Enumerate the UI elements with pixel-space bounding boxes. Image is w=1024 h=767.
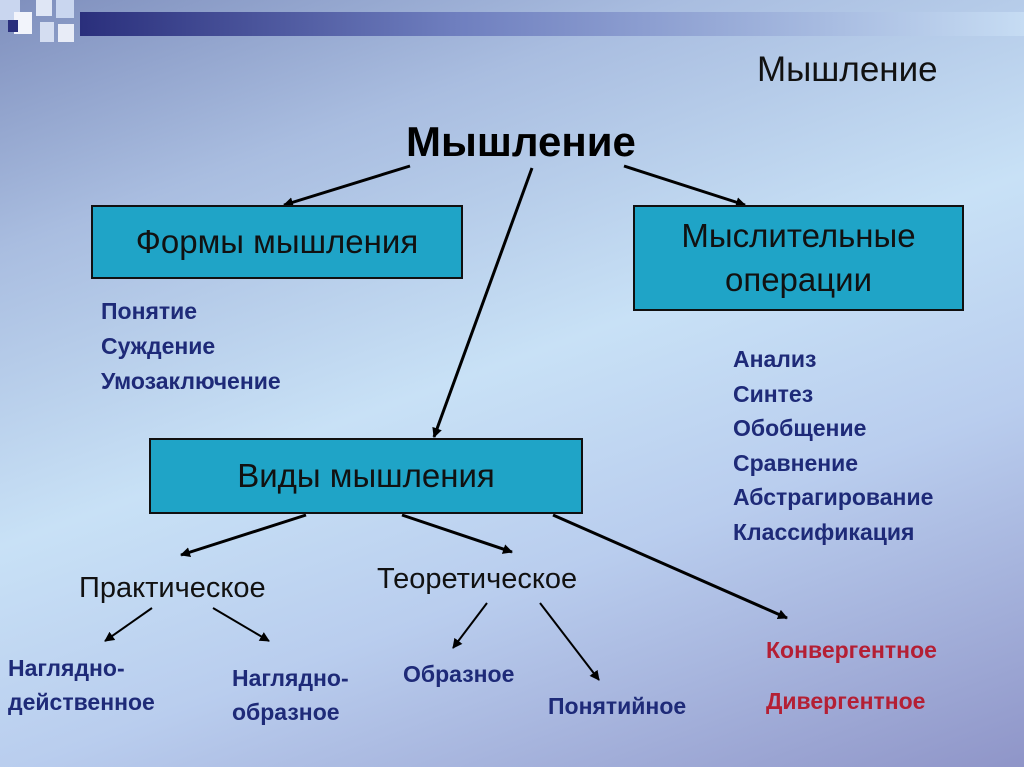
- arrow-types-to-practical: [180, 513, 307, 558]
- practical-node: Практическое: [79, 572, 266, 604]
- mental-operations-line2: операции: [724, 261, 873, 298]
- arrow-types-to-convergent: [552, 513, 788, 620]
- arrow-root-to-forms: [283, 164, 411, 208]
- slide-title: Мышление: [757, 50, 938, 89]
- list-item: Суждение: [101, 333, 216, 359]
- list-item: Сравнение: [733, 449, 859, 476]
- conceptual-node: Понятийное: [548, 693, 687, 719]
- operations-list: Анализ Синтез Обобщение Сравнение Абстра…: [733, 342, 933, 549]
- mental-operations-line1: Мыслительные: [681, 217, 916, 254]
- header-bar: [80, 12, 1024, 36]
- corner-squares-decoration: [0, 0, 74, 42]
- forms-of-thinking-box: Формы мышления: [91, 205, 463, 279]
- arrow-practical-to-visual-action: [104, 607, 153, 642]
- arrow-root-to-types: [432, 167, 534, 438]
- root-node: Мышление: [406, 118, 636, 165]
- list-item: Обобщение: [733, 415, 867, 441]
- visual-action-line2: действенное: [8, 689, 155, 715]
- forms-of-thinking-label: Формы мышления: [135, 223, 419, 260]
- theoretical-node: Теоретическое: [377, 563, 578, 595]
- types-of-thinking-label: Виды мышления: [237, 457, 495, 494]
- list-item: Абстрагирование: [733, 484, 934, 510]
- list-item: Анализ: [733, 346, 817, 372]
- convergent-node: Конвергентное: [766, 637, 937, 663]
- list-item: Классификация: [733, 518, 915, 545]
- arrow-theoretical-to-figurative: [452, 602, 488, 649]
- visual-action-line1: Наглядно-: [8, 655, 125, 681]
- divergent-node: Дивергентное: [766, 688, 926, 714]
- figurative-node: Образное: [403, 661, 515, 687]
- visual-image-line2: образное: [232, 699, 340, 725]
- arrow-theoretical-to-conceptual: [539, 602, 600, 681]
- visual-action-node: Наглядно- действенное: [8, 651, 155, 719]
- mental-operations-box: Мыслительные операции: [633, 205, 964, 311]
- list-item: Синтез: [733, 380, 814, 407]
- arrow-practical-to-visual-image: [212, 607, 270, 642]
- visual-image-node: Наглядно- образное: [232, 661, 349, 729]
- list-item: Понятие: [101, 298, 198, 324]
- types-of-thinking-box: Виды мышления: [149, 438, 583, 514]
- forms-list: Понятие Суждение Умозаключение: [101, 294, 281, 399]
- visual-image-line1: Наглядно-: [232, 665, 349, 691]
- arrow-root-to-operations: [623, 164, 746, 207]
- list-item: Умозаключение: [101, 368, 281, 394]
- arrow-types-to-theoretical: [401, 513, 513, 554]
